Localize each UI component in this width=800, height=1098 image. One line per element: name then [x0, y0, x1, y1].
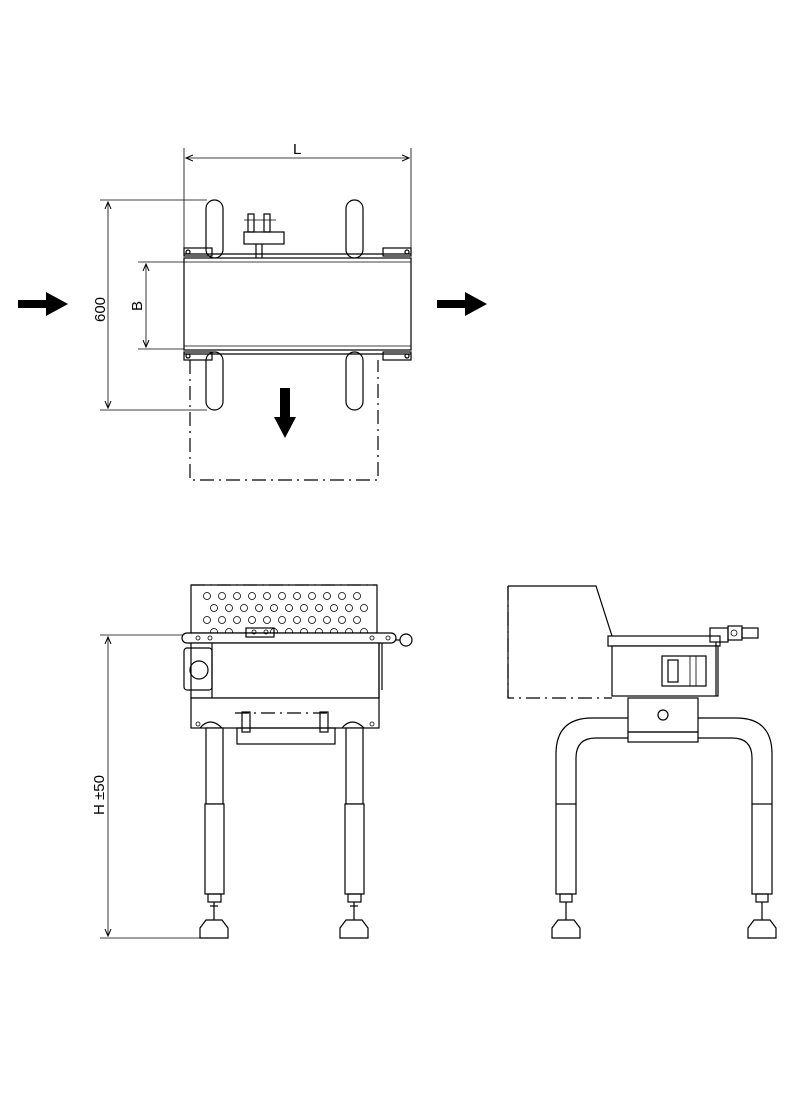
dimension-l: L	[183, 141, 412, 250]
dimension-b: B	[129, 261, 184, 350]
side-view	[507, 585, 777, 939]
dimension-600-label: 600	[92, 297, 109, 322]
dimension-h-label: H ±50	[91, 775, 108, 815]
conveyor-belt-top	[183, 257, 412, 351]
sensor-bracket	[243, 213, 285, 258]
dimension-l-label: L	[293, 141, 301, 158]
dimension-h: H ±50	[91, 634, 205, 939]
reject-arrow-icon	[274, 388, 296, 438]
dimension-b-label: B	[129, 301, 146, 311]
motor-icon	[189, 660, 209, 680]
foot-right	[339, 919, 369, 939]
top-view: L 600 B	[18, 141, 487, 481]
foot-left	[199, 919, 229, 939]
perforation-holes	[203, 592, 368, 636]
u-frame	[555, 717, 628, 804]
infeed-arrow-icon	[18, 292, 68, 316]
outfeed-arrow-icon	[437, 292, 487, 316]
reject-bin-outline	[189, 360, 379, 481]
dimension-600: 600	[92, 199, 207, 411]
front-view: H ±50	[91, 584, 413, 939]
